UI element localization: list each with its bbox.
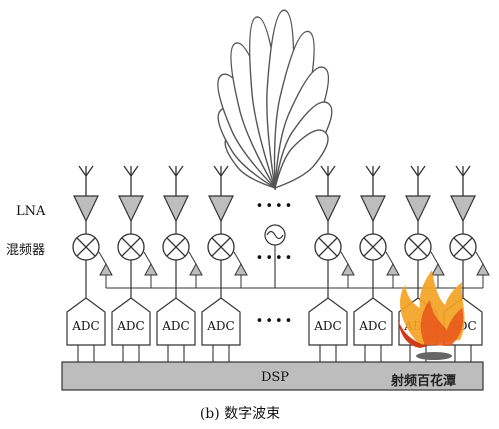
beam-pattern-icon xyxy=(217,9,333,191)
lo-buffer-icon xyxy=(99,262,113,276)
lo-buffer-icon xyxy=(476,262,490,276)
mixer-cross xyxy=(453,237,473,257)
channel-6: ADC xyxy=(353,165,400,362)
mixer-cross xyxy=(211,237,231,257)
lo-feed-line xyxy=(143,251,152,265)
lna-amplifier-icon xyxy=(360,195,386,223)
watermark-text: 射频百花潭 xyxy=(390,373,456,389)
antenna-icon xyxy=(168,165,184,196)
adc-label: ADC xyxy=(161,319,189,333)
lna-amplifier-icon xyxy=(405,195,431,223)
adc-label: ADC xyxy=(116,319,144,333)
lna-amplifier-icon xyxy=(450,195,476,223)
adc-block-icon xyxy=(201,297,241,346)
lo-feed-line xyxy=(188,251,197,265)
mixer-label: 混频器 xyxy=(6,243,45,258)
adc-block-icon xyxy=(308,297,348,346)
lo-buffer-icon xyxy=(189,262,203,276)
antenna-icon xyxy=(123,165,139,196)
channel-2: ADC xyxy=(111,165,158,362)
channel-5: ADC xyxy=(308,165,355,362)
lna-amplifier-icon xyxy=(315,195,341,223)
ellipsis-marker: •••• xyxy=(256,199,295,214)
mixer-cross xyxy=(166,237,186,257)
lo-feed-line xyxy=(233,251,242,265)
lna-amplifier-icon xyxy=(118,195,144,223)
antenna-icon xyxy=(365,165,381,196)
antenna-icon xyxy=(455,165,471,196)
lna-label: LNA xyxy=(16,204,46,219)
ellipsis-marker: •••• xyxy=(256,251,295,266)
lo-buffer-icon xyxy=(341,262,355,276)
channel-1: ADC xyxy=(66,165,113,362)
lo-feed-line xyxy=(430,251,439,265)
lo-feed-line xyxy=(340,251,349,265)
lo-feed-line xyxy=(385,251,394,265)
lo-buffer-icon xyxy=(386,262,400,276)
lna-amplifier-icon xyxy=(208,195,234,223)
adc-block-icon xyxy=(111,297,151,346)
mixer-cross xyxy=(121,237,141,257)
lo-buffer-icon xyxy=(144,262,158,276)
lo-buffer-icon xyxy=(234,262,248,276)
sine-wave-icon xyxy=(266,230,284,240)
channel-4: ADC xyxy=(201,165,248,362)
lo-feed-line xyxy=(98,251,107,265)
adc-block-icon xyxy=(156,297,196,346)
lo-buffer-icon xyxy=(431,262,445,276)
antenna-icon xyxy=(78,165,94,196)
antenna-icon xyxy=(213,165,229,196)
channel-array: ADCADCADCADCADCADCADCADC xyxy=(66,165,490,362)
dsp-block xyxy=(61,361,484,391)
center-column: •••• •••• •••• xyxy=(256,199,295,329)
channel-3: ADC xyxy=(156,165,203,362)
ellipsis-marker: •••• xyxy=(256,314,295,329)
adc-label: ADC xyxy=(206,319,234,333)
adc-label: ADC xyxy=(358,319,386,333)
adc-label: ADC xyxy=(71,319,99,333)
adc-block-icon xyxy=(66,297,106,346)
beam-lobe xyxy=(274,129,329,190)
lna-amplifier-icon xyxy=(163,195,189,223)
mixer-cross xyxy=(363,237,383,257)
figure-caption: (b) 数字波束 xyxy=(200,406,280,422)
flame-logo-icon xyxy=(398,270,465,360)
adc-block-icon xyxy=(353,297,393,346)
antenna-icon xyxy=(320,165,336,196)
adc-label: ADC xyxy=(313,319,341,333)
dsp-label: DSP xyxy=(261,370,289,385)
mixer-cross xyxy=(408,237,428,257)
lo-feed-line xyxy=(475,251,484,265)
lna-amplifier-icon xyxy=(73,195,99,223)
mixer-cross xyxy=(76,237,96,257)
mixer-cross xyxy=(318,237,338,257)
antenna-icon xyxy=(410,165,426,196)
